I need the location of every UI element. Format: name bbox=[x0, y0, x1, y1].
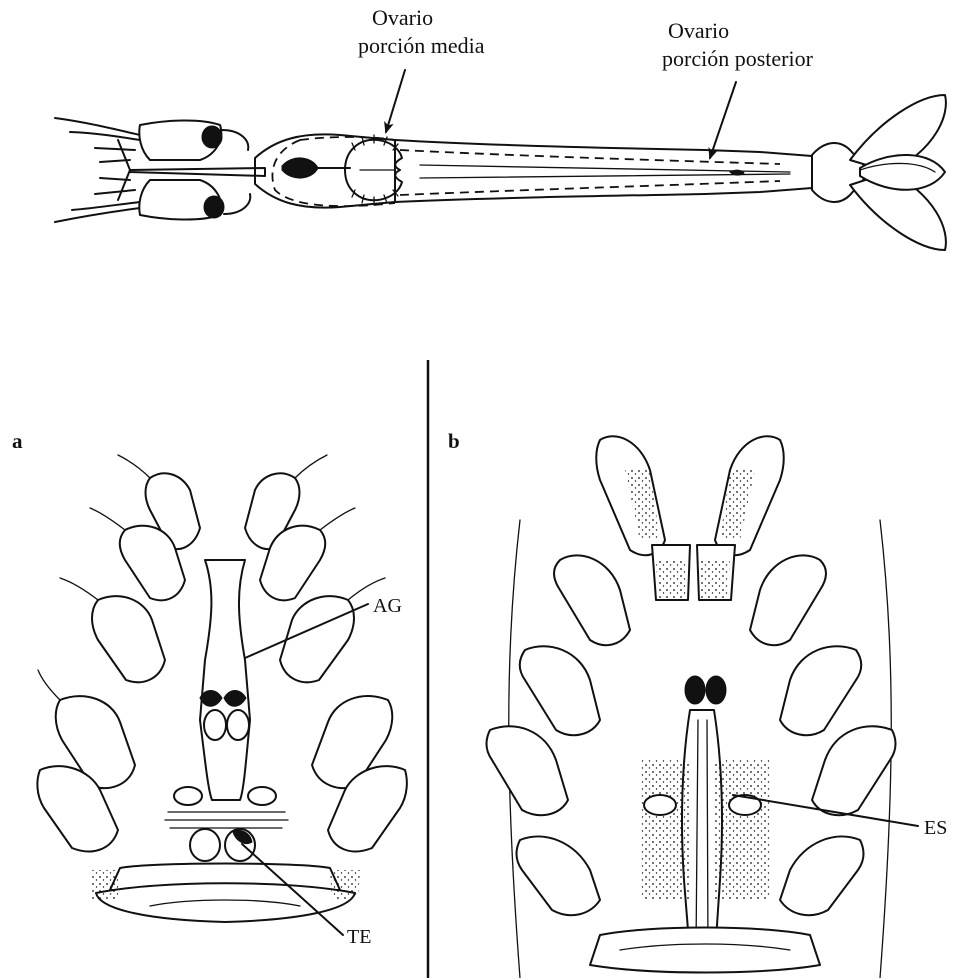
svg-text:Ovario: Ovario bbox=[668, 18, 729, 43]
panel-b-drawing bbox=[486, 436, 895, 978]
label-es: ES bbox=[924, 817, 947, 839]
label-ag-left: AG bbox=[373, 595, 402, 617]
shrimp-dorsal-view bbox=[55, 95, 946, 250]
label-ovario-1: Ovario bbox=[372, 5, 433, 30]
arrow-ovary-posterior bbox=[710, 82, 736, 158]
label-ovario-2: Ovario bbox=[668, 18, 729, 43]
svg-text:porción media: porción media bbox=[358, 33, 485, 58]
label-te: TE bbox=[347, 926, 371, 948]
panel-b-label: b bbox=[448, 429, 460, 453]
svg-text:porción posterior: porción posterior bbox=[662, 46, 814, 71]
annotation-ovary-middle: Ovario porción media bbox=[358, 5, 485, 132]
panel-a-label: a bbox=[12, 429, 23, 453]
label-porcion-media: porción media bbox=[358, 33, 485, 58]
ovary-anterior-lobes bbox=[345, 135, 402, 205]
arrow-ovary-middle bbox=[386, 70, 405, 132]
svg-text:Ovario: Ovario bbox=[372, 5, 433, 30]
label-porcion-posterior: porción posterior bbox=[662, 46, 814, 71]
panel-a-drawing bbox=[37, 455, 406, 922]
annotation-ovary-posterior: Ovario porción posterior bbox=[662, 18, 814, 158]
